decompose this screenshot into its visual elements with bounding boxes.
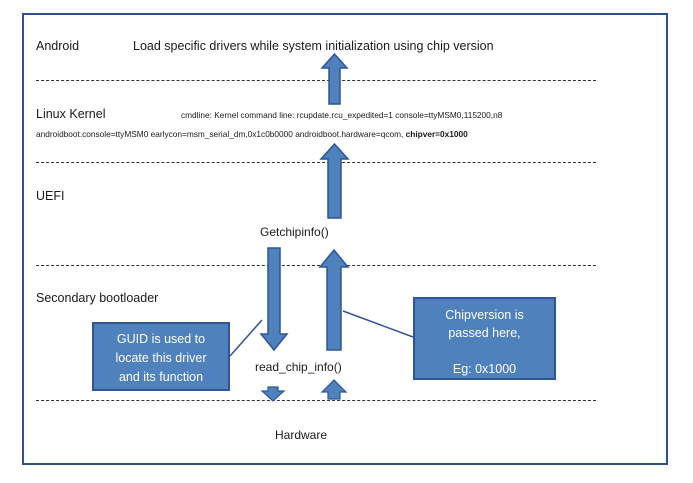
kernel-cmdline-line-1: cmdline: Kernel command line: rcupdate.r… xyxy=(181,110,503,120)
label-uefi: UEFI xyxy=(36,189,65,203)
chipversion-callout-line-4: Eg: 0x1000 xyxy=(452,362,517,376)
guid-callout-line-1: GUID is used to xyxy=(116,332,206,346)
separator-bootloader-hardware xyxy=(36,400,596,401)
label-linux-kernel: Linux Kernel xyxy=(36,107,106,121)
separator-kernel-uefi xyxy=(36,162,596,163)
guid-callout-connector xyxy=(229,319,263,357)
guid-callout: GUID is used to locate this driver and i… xyxy=(92,322,230,391)
label-read-chip-info: read_chip_info() xyxy=(255,360,342,374)
label-secondary-bootloader: Secondary bootloader xyxy=(36,291,159,305)
arrow-down-to-read-chip-info xyxy=(259,247,289,352)
chipversion-callout-spacer xyxy=(415,342,554,360)
arrow-up-uefi-to-kernel xyxy=(319,142,350,219)
chipversion-callout-connector xyxy=(342,310,414,338)
label-android: Android xyxy=(36,39,80,53)
label-getchipinfo: Getchipinfo() xyxy=(260,225,329,239)
arrow-up-kernel-to-android xyxy=(320,52,349,105)
separator-uefi-bootloader xyxy=(36,265,596,266)
label-hardware: Hardware xyxy=(275,428,328,442)
label-android-description: Load specific drivers while system initi… xyxy=(133,39,494,53)
separator-android-kernel xyxy=(36,80,596,81)
guid-callout-line-3: and its function xyxy=(118,370,204,384)
kernel-cmdline-chipver: chipver=0x1000 xyxy=(405,129,468,139)
kernel-cmdline-line-2: androidboot.console=ttyMSM0 earlycon=msm… xyxy=(36,129,468,139)
chipversion-callout-line-2: passed here, xyxy=(448,326,521,340)
guid-callout-line-2: locate this driver xyxy=(115,351,207,365)
chipversion-callout: Chipversion is passed here, Eg: 0x1000 xyxy=(413,297,556,380)
arrow-up-to-getchipinfo xyxy=(318,248,350,351)
kernel-cmdline-line-2-text: androidboot.console=ttyMSM0 earlycon=msm… xyxy=(36,129,404,139)
arrow-up-from-hardware xyxy=(320,379,348,400)
chipversion-callout-line-1: Chipversion is xyxy=(445,308,524,322)
arrow-down-to-hardware xyxy=(260,386,286,402)
